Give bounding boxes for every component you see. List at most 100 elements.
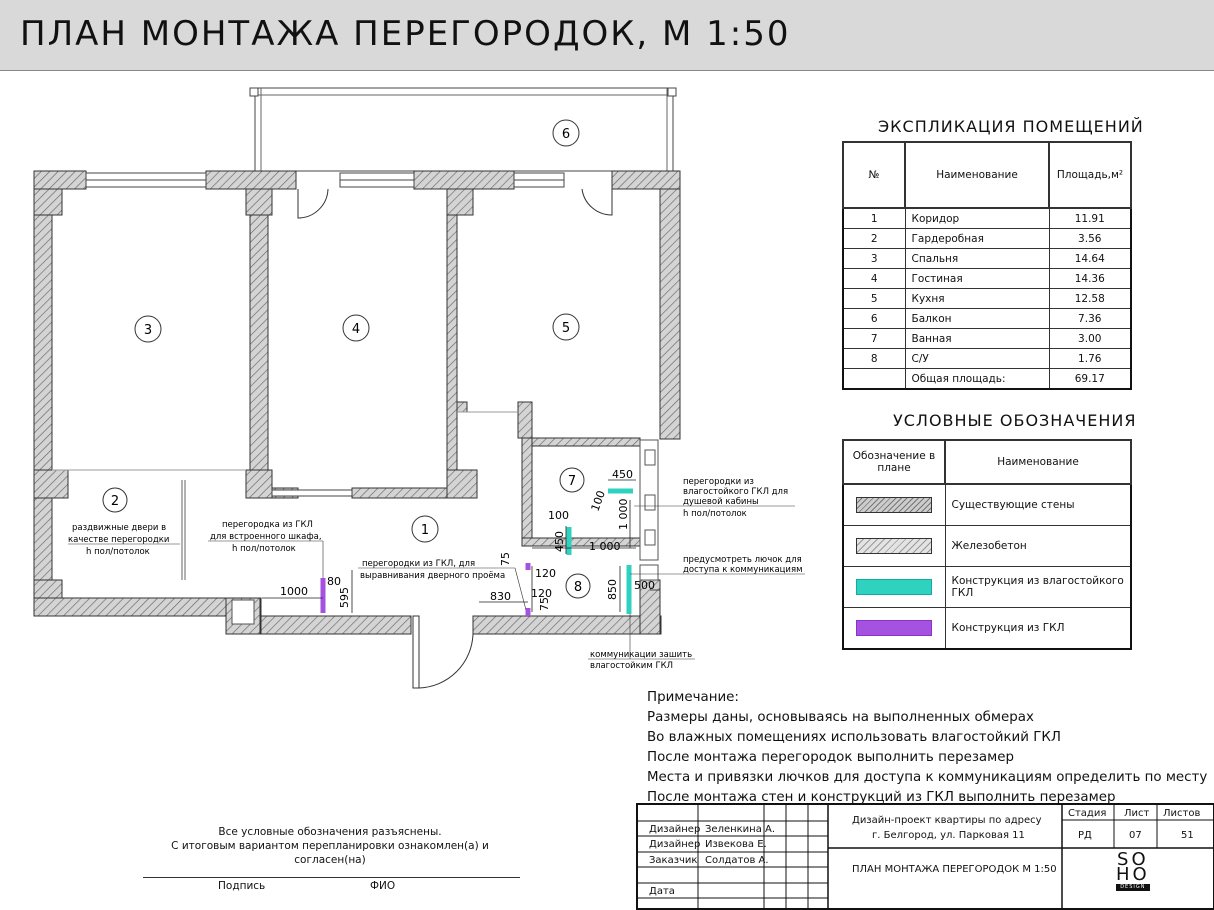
legend-row: Существующие стены: [842, 483, 1132, 526]
col-num-header: №: [842, 141, 906, 209]
ann-comm-2: влагостойким ГКЛ: [590, 661, 673, 671]
dim-830: 830: [490, 590, 511, 603]
explication-cell-name: Гостиная: [904, 268, 1050, 289]
explication-cell-area: 12.58: [1048, 288, 1132, 309]
ann-shower-4: h пол/потолок: [683, 509, 747, 519]
room-3-label: 3: [144, 323, 152, 338]
balcony: [249, 87, 677, 172]
explication-title: ЭКСПЛИКАЦИЯ ПОМЕЩЕНИЙ: [878, 117, 1144, 136]
legend-symbol: [842, 525, 946, 567]
ann-gkl-cab-1: перегородка из ГКЛ: [222, 520, 313, 530]
legend-swatch-concrete: [856, 538, 933, 554]
explication-cell-name: Балкон: [904, 308, 1050, 329]
explication-cell-area: 3.56: [1048, 228, 1132, 249]
dimension-lines: [262, 479, 660, 613]
doors: [52, 188, 613, 689]
designer2-label: Дизайнер: [649, 839, 701, 850]
total-empty: [842, 368, 906, 390]
room-4-label: 4: [352, 322, 360, 337]
ann-sliding-2: качестве перегородки: [68, 535, 169, 545]
explication-cell-area: 14.36: [1048, 268, 1132, 289]
legend-label: Конструкция из влагостойкого ГКЛ: [944, 566, 1132, 608]
legend-row: Конструкция из влагостойкого ГКЛ: [842, 566, 1132, 608]
legend-symbol: [842, 607, 946, 650]
logo-sub: DESIGN: [1116, 884, 1150, 891]
room-7-label: 7: [568, 474, 576, 489]
explication-cell-n: 8: [842, 348, 906, 369]
note-line: Места и привязки лючков для доступа к ко…: [647, 770, 1208, 785]
dim-120-bottom: 120: [531, 587, 552, 600]
explication-cell-area: 14.64: [1048, 248, 1132, 269]
ann-gkl-cab-3: h пол/потолок: [232, 544, 296, 554]
dim-500: 500: [634, 579, 655, 592]
explication-cell-name: С/У: [904, 348, 1050, 369]
legend-name-header: Наименование: [944, 439, 1132, 485]
windows: [85, 172, 565, 497]
stage-label: Стадия: [1068, 808, 1107, 819]
note-line: Во влажных помещениях использовать влаго…: [647, 730, 1061, 745]
project-line-2: г. Белгород, ул. Парковая 11: [872, 830, 1025, 841]
dim-100-diag: 100: [589, 489, 608, 513]
explication-cell-name: Гардеробная: [904, 228, 1050, 249]
dim-595: 595: [338, 587, 351, 608]
dim-1000-vert: 1 000: [617, 499, 630, 531]
explication-cell-n: 5: [842, 288, 906, 309]
partitions: [320, 488, 633, 616]
legend-row: Конструкция из ГКЛ: [842, 607, 1132, 650]
floor-plan: 3 4 5 6 2 1 7 8 1000 80 595 75 120 830 1…: [33, 87, 805, 689]
note-line: После монтажа стен и конструкций из ГКЛ …: [647, 790, 1116, 805]
sheets-value: 51: [1181, 830, 1194, 841]
ann-shower-3: душевой кабины: [683, 497, 759, 507]
explication-cell-area: 7.36: [1048, 308, 1132, 329]
approval-line-1: Все условные обозначения разъяснены.: [218, 826, 442, 838]
legend-swatch-hatch: [856, 497, 933, 513]
legend-row: Железобетон: [842, 525, 1132, 567]
dim-75-bottom: 75: [538, 597, 551, 611]
project-line-1: Дизайн-проект квартиры по адресу: [852, 815, 1042, 826]
logo-line-1: SO: [1117, 849, 1149, 870]
explication-cell-n: 7: [842, 328, 906, 349]
walls: [33, 170, 681, 635]
ann-comm-1: коммуникации зашить: [590, 650, 692, 660]
room-6-label: 6: [562, 127, 570, 142]
approval-text: Все условные обозначения разъяснены. С и…: [140, 825, 520, 867]
explication-cell-name: Ванная: [904, 328, 1050, 349]
legend-title: УСЛОВНЫЕ ОБОЗНАЧЕНИЯ: [893, 411, 1137, 430]
total-value: 69.17: [1048, 368, 1132, 390]
legend-label: Существующие стены: [944, 483, 1132, 526]
explication-cell-area: 11.91: [1048, 207, 1132, 229]
dim-75-top: 75: [499, 552, 512, 566]
legend-label: Железобетон: [944, 525, 1132, 567]
legend-symbol-header: Обозначение в плане: [842, 439, 946, 485]
explication-cell-area: 1.76: [1048, 348, 1132, 369]
explication-cell-area: 3.00: [1048, 328, 1132, 349]
dim-80: 80: [327, 575, 341, 588]
note-line: Размеры даны, основываясь на выполненных…: [647, 710, 1034, 725]
legend-table: Обозначение в плане Наименование Существ…: [842, 439, 1132, 650]
title-block: [636, 803, 1214, 910]
signature-line: [143, 877, 520, 878]
annotations: раздвижные двери в качестве перегородки …: [68, 477, 805, 671]
room-1-label: 1: [421, 523, 429, 538]
ann-shower-1: перегородки из: [683, 477, 754, 487]
title-bar: ПЛАН МОНТАЖА ПЕРЕГОРОДОК, М 1:50: [0, 0, 1214, 71]
sheet-value: 07: [1129, 830, 1142, 841]
page-title: ПЛАН МОНТАЖА ПЕРЕГОРОДОК, М 1:50: [20, 14, 791, 54]
legend-symbol: [842, 483, 946, 526]
total-label: Общая площадь:: [904, 368, 1050, 390]
legend-label: Конструкция из ГКЛ: [944, 607, 1132, 650]
ann-sliding-3: h пол/потолок: [86, 547, 150, 557]
sheets-label: Листов: [1163, 808, 1201, 819]
designer-1: Зеленкина А.: [705, 824, 776, 835]
dim-120-top: 120: [535, 567, 556, 580]
approval-line-2: С итоговым вариантом перепланировки озна…: [171, 840, 489, 866]
explication-cell-n: 3: [842, 248, 906, 269]
date-label: Дата: [649, 886, 675, 897]
